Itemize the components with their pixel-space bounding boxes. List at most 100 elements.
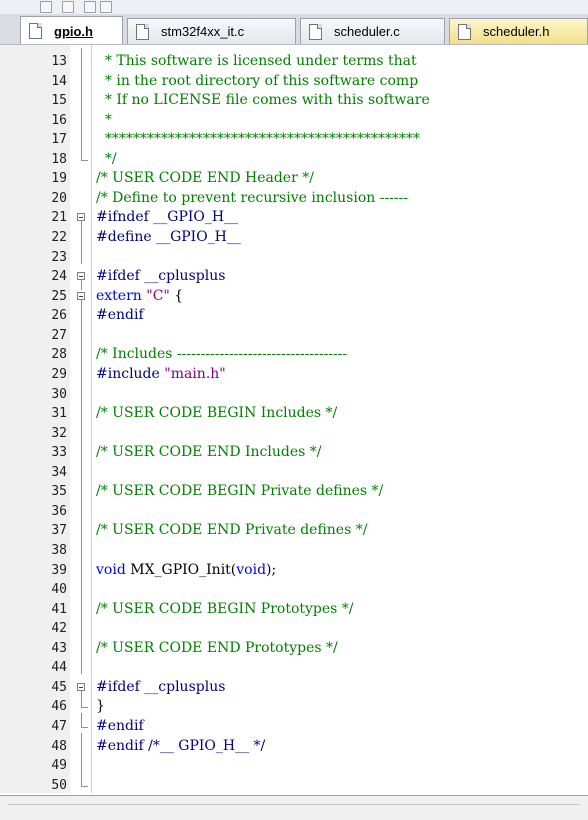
fold-marker: [75, 48, 89, 68]
horizontal-scrollbar[interactable]: [0, 795, 588, 820]
code-token: /* USER CODE BEGIN Includes */: [96, 405, 338, 422]
line-number: 33: [51, 445, 67, 461]
code-line[interactable]: 47#endif: [0, 713, 588, 735]
code-token: #endif: [96, 718, 144, 735]
code-line[interactable]: 21#ifndef __GPIO_H__: [0, 210, 588, 232]
fold-marker[interactable]: [75, 270, 89, 290]
code-text: /* USER CODE END Header */: [96, 171, 314, 185]
collapse-icon[interactable]: [77, 213, 85, 222]
code-token: MX_GPIO_Init(: [125, 561, 237, 578]
code-token: *: [96, 111, 112, 128]
code-token: void: [96, 561, 126, 578]
code-line[interactable]: 45#ifdef __cplusplus: [0, 678, 588, 701]
fold-marker[interactable]: [75, 681, 89, 701]
code-line[interactable]: 42: [0, 615, 588, 637]
line-number: 34: [51, 464, 67, 480]
fold-guide: [81, 420, 82, 440]
code-token: /* USER CODE BEGIN Prototypes */: [96, 600, 354, 617]
line-number: 40: [51, 582, 67, 598]
code-text: /* Includes ----------------------------…: [96, 347, 347, 361]
fold-guide: [81, 87, 82, 108]
code-token: #ifdef __cplusplus: [96, 678, 226, 695]
code-line[interactable]: 36: [0, 498, 588, 518]
collapse-icon[interactable]: [77, 272, 85, 281]
code-line[interactable]: 50: [0, 772, 588, 792]
code-line[interactable]: 35/* USER CODE BEGIN Private defines */: [0, 478, 588, 500]
collapse-icon[interactable]: [77, 682, 85, 691]
code-line[interactable]: 18 */: [0, 146, 588, 167]
code-token: );: [266, 561, 277, 578]
code-line[interactable]: 43/* USER CODE END Prototypes */: [0, 635, 588, 656]
line-number: 41: [51, 601, 67, 617]
line-number: 42: [51, 621, 67, 637]
fold-guide: [81, 280, 82, 290]
code-text: extern "C" {: [96, 287, 183, 304]
code-line[interactable]: 49: [0, 752, 588, 773]
code-line[interactable]: 41 /* USER CODE BEGIN Prototypes */: [0, 596, 588, 617]
fold-guide: [81, 517, 82, 538]
fold-marker[interactable]: [75, 211, 89, 232]
code-line[interactable]: 23: [0, 244, 588, 264]
code-line[interactable]: 20/* Define to prevent recursive inclusi…: [0, 191, 588, 205]
code-line[interactable]: 32: [0, 420, 588, 440]
toolbar-button-icon[interactable]: [62, 1, 74, 13]
code-editor[interactable]: 13 * This software is licensed under ter…: [0, 45, 588, 793]
code-line[interactable]: 26#endif: [0, 302, 588, 323]
code-line[interactable]: 19/* USER CODE END Header */: [0, 171, 588, 185]
fold-marker: [75, 439, 89, 460]
fold-guide: [81, 615, 82, 636]
code-line[interactable]: 22#define __GPIO_H__: [0, 224, 588, 245]
code-line[interactable]: 28/* Includes --------------------------…: [0, 341, 588, 362]
code-line[interactable]: 31/* USER CODE BEGIN Includes */: [0, 400, 588, 422]
code-line[interactable]: 33/* USER CODE END Includes */: [0, 439, 588, 461]
code-line[interactable]: 37/* USER CODE END Private defines */: [0, 517, 588, 538]
toolbar-button-icon[interactable]: [84, 1, 96, 13]
code-line[interactable]: 34: [0, 459, 588, 480]
code-line[interactable]: 14 * in the root directory of this softw…: [0, 68, 588, 88]
tab-gpio-h[interactable]: gpio.h: [20, 16, 123, 44]
toolbar-button-icon[interactable]: [100, 1, 112, 13]
fold-margin-separator: [91, 45, 92, 793]
code-line[interactable]: 16 *: [0, 107, 588, 128]
collapse-icon[interactable]: [77, 291, 85, 300]
code-token: /* USER CODE BEGIN Private defines */: [96, 483, 384, 500]
code-token: "C": [141, 287, 170, 304]
code-token: "main.h": [159, 365, 226, 382]
fold-guide: [81, 772, 82, 786]
line-number: 18: [51, 151, 67, 167]
line-number: 27: [51, 327, 67, 343]
fold-guide: [81, 635, 82, 655]
code-line[interactable]: 44: [0, 654, 588, 675]
editor-tab-bar: gpio.h stm32f4xx_it.c scheduler.c schedu…: [0, 14, 588, 45]
code-line[interactable]: 15 * If no LICENSE file comes with this …: [0, 87, 588, 108]
fold-guide: [81, 126, 82, 147]
fold-marker: [75, 420, 89, 440]
code-token: extern: [96, 287, 142, 304]
code-line[interactable]: 40: [0, 576, 588, 598]
code-line[interactable]: 48#endif /*__ GPIO_H__ */: [0, 733, 588, 753]
tab-scheduler-c[interactable]: scheduler.c: [300, 18, 445, 44]
code-line[interactable]: 30: [0, 380, 588, 401]
code-token: /* USER CODE END Prototypes */: [96, 639, 338, 656]
code-line[interactable]: 38: [0, 537, 588, 557]
code-line[interactable]: 13 * This software is licensed under ter…: [0, 48, 588, 68]
fold-marker: [75, 224, 89, 245]
fold-marker: [75, 615, 89, 636]
fold-marker: [75, 192, 89, 205]
fold-marker[interactable]: [75, 290, 89, 310]
code-line[interactable]: 24#ifdef __cplusplus: [0, 269, 588, 290]
code-line[interactable]: 29#include "main.h": [0, 361, 588, 382]
tab-scheduler-h[interactable]: scheduler.h: [449, 18, 588, 44]
fold-guide: [81, 733, 82, 753]
code-text: /* USER CODE BEGIN Includes */: [96, 405, 338, 422]
code-line[interactable]: 46}: [0, 693, 588, 713]
code-text: #endif /*__ GPIO_H__ */: [96, 739, 265, 753]
code-line[interactable]: 27: [0, 322, 588, 343]
toolbar-button-icon[interactable]: [40, 1, 52, 13]
fold-marker: [75, 752, 89, 773]
tab-stm32f4xx-it-c[interactable]: stm32f4xx_it.c: [127, 18, 296, 44]
file-icon: [309, 23, 322, 40]
code-line[interactable]: 17 *************************************…: [0, 126, 588, 147]
